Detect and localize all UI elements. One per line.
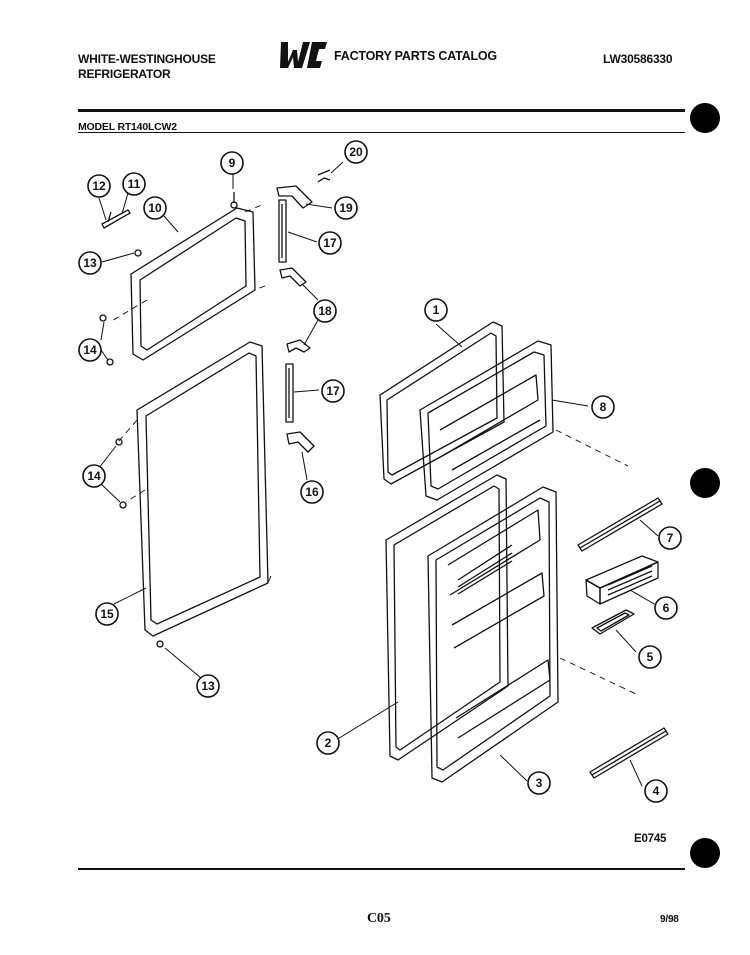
freezer-gasket bbox=[130, 207, 256, 361]
leader-lines bbox=[98, 161, 659, 787]
svg-text:14: 14 bbox=[87, 469, 101, 483]
svg-text:2: 2 bbox=[325, 736, 332, 750]
svg-text:20: 20 bbox=[349, 145, 363, 159]
binder-hole-bottom bbox=[690, 838, 720, 868]
svg-text:15: 15 bbox=[100, 607, 114, 621]
svg-text:5: 5 bbox=[647, 650, 654, 664]
callout-16: 16 bbox=[300, 480, 324, 504]
screw-14-upper-a bbox=[99, 314, 107, 322]
svg-text:7: 7 bbox=[667, 531, 674, 545]
svg-text:13: 13 bbox=[83, 256, 97, 270]
svg-text:16: 16 bbox=[305, 485, 319, 499]
svg-text:4: 4 bbox=[653, 784, 660, 798]
header-rule bbox=[78, 109, 685, 112]
screw-13-lower bbox=[156, 640, 164, 648]
bottom-hinge bbox=[286, 431, 315, 453]
dairy-door-cover bbox=[591, 609, 635, 635]
fresh-food-gasket bbox=[136, 341, 269, 637]
freezer-door bbox=[419, 340, 554, 501]
wci-logo bbox=[280, 42, 327, 68]
svg-text:10: 10 bbox=[148, 201, 162, 215]
callout-19: 19 bbox=[334, 196, 358, 220]
binder-hole-middle bbox=[690, 468, 720, 498]
brand-line-2: REFRIGERATOR bbox=[78, 67, 171, 81]
dairy-door-bin bbox=[585, 555, 659, 605]
callout-15: 15 bbox=[95, 602, 119, 626]
callout-2: 2 bbox=[316, 731, 340, 755]
callout-13-lower: 13 bbox=[196, 674, 220, 698]
hinge-pin-lower bbox=[285, 363, 294, 423]
freezer-door-liner bbox=[379, 321, 505, 485]
svg-text:17: 17 bbox=[323, 236, 337, 250]
callout-18: 18 bbox=[313, 299, 337, 323]
callout-14-lower: 14 bbox=[82, 464, 106, 488]
svg-text:6: 6 bbox=[663, 601, 670, 615]
screw-14-lower-a bbox=[115, 438, 123, 446]
callout-17-lower: 17 bbox=[321, 379, 345, 403]
drawing-code: E0745 bbox=[634, 833, 667, 845]
callout-11: 11 bbox=[122, 172, 146, 196]
callout-1: 1 bbox=[424, 298, 448, 322]
center-hinge-lower bbox=[286, 339, 311, 353]
handle-assembly bbox=[101, 209, 131, 229]
callout-8: 8 bbox=[591, 395, 615, 419]
fresh-food-door-liner bbox=[385, 474, 509, 761]
brand-line-1: WHITE-WESTINGHOUSE bbox=[78, 52, 216, 66]
callout-7: 7 bbox=[658, 526, 682, 550]
svg-text:17: 17 bbox=[326, 384, 340, 398]
page-number: C05 bbox=[367, 911, 391, 926]
model-number: MODEL RT140LCW2 bbox=[78, 121, 177, 133]
catalog-title: FACTORY PARTS CATALOG bbox=[334, 49, 497, 63]
callout-5: 5 bbox=[638, 645, 662, 669]
binder-hole-top bbox=[690, 103, 720, 133]
footer-rule bbox=[78, 868, 685, 870]
callout-4: 4 bbox=[644, 779, 668, 803]
svg-text:12: 12 bbox=[92, 179, 106, 193]
screw-14-upper-b bbox=[106, 358, 114, 366]
dairy-shelf-bar bbox=[577, 497, 663, 552]
svg-text:13: 13 bbox=[201, 679, 215, 693]
svg-text:9: 9 bbox=[229, 156, 236, 170]
callout-9: 9 bbox=[220, 151, 244, 175]
screw-14-lower-b bbox=[119, 501, 127, 509]
model-underline bbox=[78, 132, 685, 133]
callout-14-upper: 14 bbox=[78, 338, 102, 362]
svg-text:14: 14 bbox=[83, 343, 97, 357]
center-hinge-upper bbox=[279, 267, 307, 287]
callout-20: 20 bbox=[344, 140, 368, 164]
svg-text:8: 8 bbox=[600, 400, 607, 414]
screw-9 bbox=[230, 192, 238, 209]
svg-text:3: 3 bbox=[536, 776, 543, 790]
top-hinge bbox=[276, 169, 331, 209]
revision-date: 9/98 bbox=[660, 914, 679, 925]
svg-text:11: 11 bbox=[128, 177, 141, 191]
callout-10: 10 bbox=[143, 196, 167, 220]
alignment-lines bbox=[109, 203, 637, 695]
door-shelf-bar bbox=[589, 727, 669, 779]
screw-13-upper bbox=[134, 249, 142, 257]
fresh-food-door bbox=[427, 486, 559, 783]
callout-13-upper: 13 bbox=[78, 251, 102, 275]
hinge-pin-upper bbox=[278, 199, 287, 263]
svg-text:18: 18 bbox=[318, 304, 332, 318]
document-number: LW30586330 bbox=[603, 52, 673, 66]
callout-12: 12 bbox=[87, 174, 111, 198]
svg-text:19: 19 bbox=[339, 201, 353, 215]
callout-6: 6 bbox=[654, 596, 678, 620]
callout-3: 3 bbox=[527, 771, 551, 795]
callout-17-upper: 17 bbox=[318, 231, 342, 255]
svg-text:1: 1 bbox=[433, 303, 440, 317]
